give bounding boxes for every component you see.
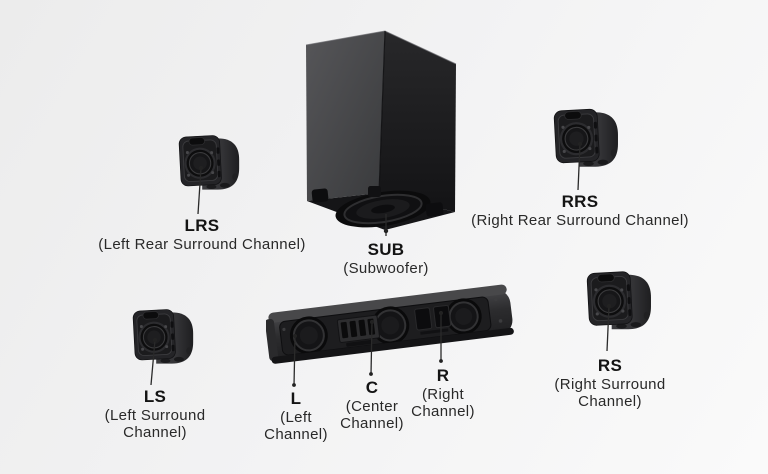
- channel-desc-l: (Left Channel): [264, 408, 328, 444]
- label-l: L (Left Channel): [260, 389, 332, 444]
- label-rs: RS (Right Surround Channel): [545, 356, 675, 411]
- subwoofer-driver: [335, 190, 431, 228]
- channel-code-sub: SUB: [367, 240, 405, 259]
- channel-code-rs: RS: [597, 356, 623, 375]
- soundbar-center-driver: [371, 306, 410, 345]
- rrs-speaker-illustration: [553, 107, 621, 172]
- lrs-speaker-illustration: [178, 133, 242, 195]
- channel-desc-ls: (Left Surround Channel): [104, 406, 206, 442]
- label-sub: SUB (Subwoofer): [334, 240, 438, 277]
- label-r: R (Right Channel): [403, 366, 483, 421]
- channel-code-l: L: [290, 389, 302, 408]
- soundbar-left-driver: [289, 316, 328, 355]
- channel-code-lrs: LRS: [184, 216, 220, 235]
- channel-desc-lrs: (Left Rear Surround Channel): [98, 235, 306, 253]
- label-rrs: RRS (Right Rear Surround Channel): [470, 192, 690, 229]
- soundbar-vents: [414, 304, 452, 335]
- subwoofer-illustration: [305, 30, 457, 230]
- channel-code-rrs: RRS: [561, 192, 599, 211]
- channel-desc-c: (Center Channel): [340, 397, 404, 433]
- ls-speaker-illustration: [132, 307, 196, 369]
- channel-desc-sub: (Subwoofer): [343, 259, 429, 277]
- soundbar-right-driver: [445, 298, 482, 335]
- channel-desc-rs: (Right Surround Channel): [554, 375, 666, 411]
- channel-code-ls: LS: [143, 387, 167, 406]
- channel-desc-r: (Right Channel): [411, 385, 475, 421]
- label-c: C (Center Channel): [332, 378, 412, 433]
- channel-code-c: C: [365, 378, 379, 397]
- rs-speaker-illustration: [586, 269, 654, 335]
- channel-code-r: R: [436, 366, 450, 385]
- soundbar-illustration: [266, 284, 514, 364]
- label-lrs: LRS (Left Rear Surround Channel): [96, 216, 308, 253]
- label-ls: LS (Left Surround Channel): [95, 387, 215, 442]
- channel-desc-rrs: (Right Rear Surround Channel): [471, 211, 689, 229]
